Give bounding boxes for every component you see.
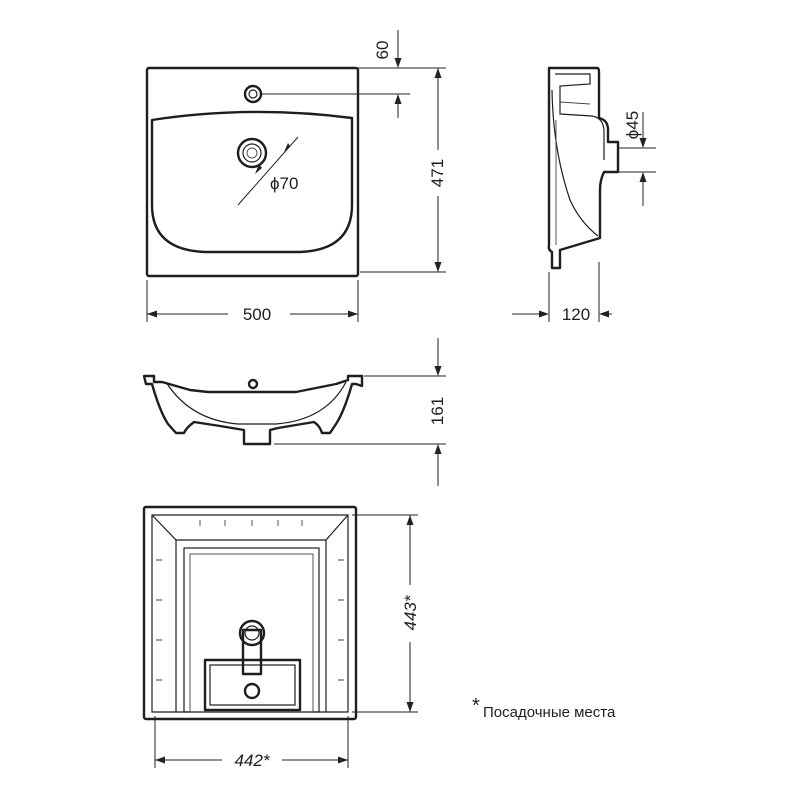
dimension-471-label: 471 <box>428 159 447 187</box>
dimension-height: 161 <box>274 338 447 486</box>
note-text: Посадочные места <box>483 704 616 721</box>
side-view <box>547 66 620 270</box>
bottom-view-ticks <box>156 520 344 681</box>
bottom-view-tap-hole <box>243 682 261 700</box>
bottom-view-drain-pipe <box>241 628 263 676</box>
bottom-view-outline <box>142 505 358 721</box>
drain-hole <box>236 137 268 169</box>
drain-hole-inner <box>242 143 262 163</box>
mounting-note: * Посадочные места <box>472 695 616 721</box>
bottom-view-drain-hole <box>238 619 266 647</box>
dimension-phi70-label: ϕ70 <box>270 174 298 193</box>
dimension-500-label: 500 <box>243 305 271 324</box>
bottom-view-frame <box>151 514 349 713</box>
dimension-443-label: 443* <box>401 594 420 630</box>
front-view-outline <box>142 374 364 446</box>
bottom-view-rim-bevel <box>151 514 349 712</box>
side-view-inner-channel <box>555 73 605 160</box>
dimension-phi45-label: ϕ45 <box>623 111 642 139</box>
dimension-60-label: 60 <box>373 41 392 60</box>
note-asterisk: * <box>472 695 480 717</box>
dimension-side-depth: 120 <box>512 262 612 324</box>
dimension-mount-width: 442* <box>154 716 349 770</box>
side-view-bowl-curve <box>551 89 599 237</box>
front-view <box>142 374 364 446</box>
bottom-view <box>142 505 358 721</box>
top-view-bowl-rim <box>150 110 354 254</box>
dimension-120-label: 120 <box>562 305 590 324</box>
dimension-rear-ledge: 60 <box>262 30 410 118</box>
drain-hole-core <box>246 147 258 159</box>
bottom-view-overflow-inner <box>209 664 296 706</box>
dimension-drain-diameter: ϕ70 <box>237 136 298 206</box>
dimension-442-label: 442* <box>235 751 271 770</box>
front-view-tap-hole <box>247 378 259 390</box>
dimension-side-outlet: ϕ45 <box>618 111 656 206</box>
tap-hole <box>243 84 263 104</box>
dimension-width: 500 <box>146 280 359 324</box>
dimension-161-label: 161 <box>428 397 447 425</box>
top-view <box>145 66 360 278</box>
bottom-view-overflow-box <box>203 658 302 712</box>
dimension-mount-depth: 443* <box>352 514 420 713</box>
dimension-depth: 471 <box>360 67 447 273</box>
front-view-bowl <box>165 381 347 425</box>
bottom-view-drain-inner <box>244 625 260 641</box>
side-view-inner-wall <box>555 101 591 245</box>
bottom-view-inner-frame-2 <box>189 553 314 713</box>
tap-hole-inner <box>248 89 258 99</box>
side-view-outline <box>547 66 620 270</box>
top-view-outline <box>145 66 360 278</box>
